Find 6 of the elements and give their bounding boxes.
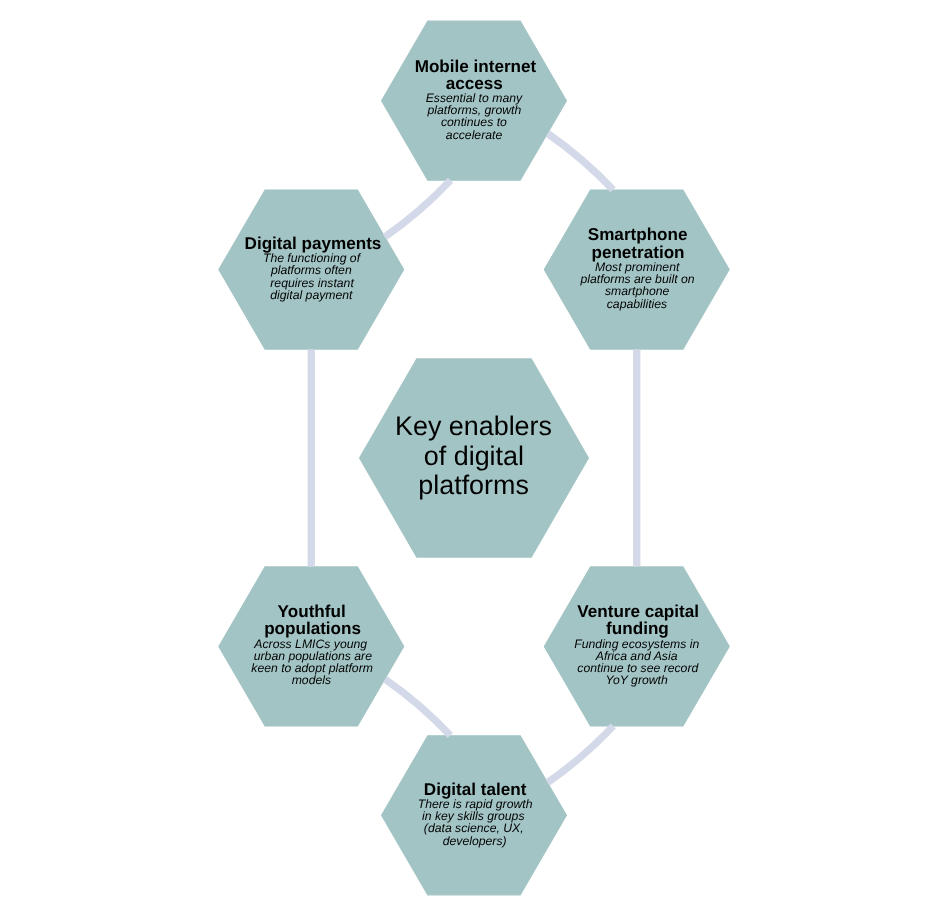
connector (383, 676, 453, 739)
connector (382, 177, 454, 240)
connector (307, 349, 315, 567)
connector (633, 349, 641, 567)
connector (545, 723, 616, 786)
connector (545, 130, 616, 193)
